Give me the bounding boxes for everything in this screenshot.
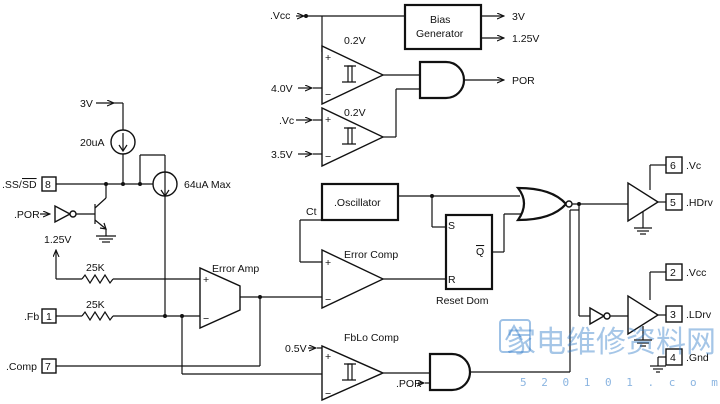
sd-label: SD — [22, 179, 37, 191]
por-and-gate: POR — [383, 60, 535, 138]
cmp2-in2-label: 3.5V — [271, 149, 293, 161]
v125-top-label: 1.25V — [512, 33, 539, 45]
bias-label-2: Generator — [416, 28, 464, 40]
svg-text:−: − — [325, 294, 331, 306]
svg-text:−: − — [325, 89, 331, 101]
pin-4-label: 4 — [670, 352, 676, 364]
svg-text:−: − — [203, 313, 209, 325]
fblo-and-gate — [428, 352, 472, 392]
vc-right-label: .Vc — [686, 160, 701, 172]
por-out-label: POR — [512, 75, 535, 87]
por-in-label: .POR — [14, 209, 40, 221]
reset-dom-latch — [444, 213, 494, 291]
vcc-top-label: .Vcc — [270, 10, 290, 22]
pin-5-box — [665, 193, 683, 211]
por-low-label: .POR — [396, 378, 422, 390]
vcc-right-label: .Vcc — [686, 267, 706, 279]
v3-top-label: 3V — [512, 11, 525, 23]
i64-label: 64uA Max — [184, 179, 231, 191]
resistor-25k-1 — [81, 273, 114, 285]
output-drivers: 6 .Vc 5 .HDrv 2 .Vcc 3 .LDrv 4 .Gnd — [589, 156, 714, 373]
comp-label: .Comp — [6, 361, 37, 373]
ct-label: Ct — [306, 206, 317, 218]
svg-text:+: + — [203, 274, 209, 286]
por-inverter — [54, 204, 72, 224]
nor-gate — [515, 186, 568, 222]
soft-start-section: 3V 20uA 8 .SS/ SD 64uA Max .POR — [2, 98, 231, 285]
pin-3-label: 3 — [670, 309, 676, 321]
hdrv-buffer — [627, 181, 660, 223]
pin-5-label: 5 — [670, 197, 676, 209]
uvlo-comparator-2: + − 0.2V .Vc 3.5V — [271, 106, 385, 168]
cmp2-in-label: .Vc — [279, 115, 294, 127]
pin-8-label: 8 — [45, 179, 51, 191]
pwm-section: .Oscillator Ct + − Error Comp S R Q Rese… — [299, 182, 628, 317]
ldrv-label: .LDrv — [686, 309, 712, 321]
svg-text:−: − — [325, 151, 331, 163]
ss-label: .SS/ — [2, 179, 22, 191]
cmp2-ref-label: 0.2V — [344, 107, 366, 119]
hdrv-label: .HDrv — [686, 197, 714, 209]
watermark-url: 5 2 0 1 0 1 . c o m — [520, 376, 720, 389]
r2-label: 25K — [86, 299, 105, 311]
bias-generator-box — [403, 3, 483, 51]
latch-r-label: R — [448, 274, 456, 286]
reset-dom-label: Reset Dom — [436, 295, 489, 307]
v3-ss-label: 3V — [80, 98, 93, 110]
pin-3-box — [665, 305, 683, 323]
watermark-text: 家电维修资料网 — [506, 325, 716, 360]
pin-7-label: 7 — [45, 361, 51, 373]
watermark-logo-icon — [499, 319, 531, 353]
v05-label: 0.5V — [285, 343, 307, 355]
pin-6-label: 6 — [670, 160, 676, 172]
ldrv-buffer — [627, 294, 660, 336]
pin-2-label: 2 — [670, 267, 676, 279]
svg-text:+: + — [325, 52, 331, 64]
latch-q-label: Q — [476, 246, 484, 258]
v125-mid-label: 1.25V — [44, 234, 71, 246]
pin-1-label: 1 — [46, 311, 52, 323]
error-amp-label: Error Amp — [212, 263, 259, 275]
ldrv-inverter — [589, 306, 606, 326]
oscillator-label: .Oscillator — [334, 197, 381, 209]
svg-text:+: + — [325, 257, 331, 269]
gnd-label: .Gnd — [686, 352, 709, 364]
cmp1-in-label: 4.0V — [271, 83, 293, 95]
svg-text:−: − — [325, 388, 331, 400]
i20-label: 20uA — [80, 137, 105, 149]
error-comparator — [321, 248, 385, 310]
error-amp: + − Error Amp — [199, 263, 322, 330]
cmp1-ref-label: 0.2V — [344, 35, 366, 47]
fblo-comparator: + − FbLo Comp 0.5V .POR — [285, 209, 579, 402]
resistor-25k-2 — [81, 310, 114, 322]
feedback-section: .Fb 1 25K .Comp 7 — [6, 270, 322, 375]
fblo-label: FbLo Comp — [344, 332, 399, 344]
r1-label: 25K — [86, 262, 105, 274]
uvlo-comparator-1: + − 0.2V 4.0V — [271, 35, 385, 106]
svg-text:+: + — [325, 114, 331, 126]
svg-text:+: + — [325, 351, 331, 363]
fb-label: .Fb — [24, 311, 39, 323]
bias-label-1: Bias — [430, 14, 450, 26]
error-comp-label: Error Comp — [344, 249, 398, 261]
bias-generator-section: .Vcc Bias Generator 3V 1.25V — [270, 3, 539, 53]
watermark: 家电维修资料网 5 2 0 1 0 1 . c o m — [499, 319, 720, 389]
oscillator-box — [320, 182, 400, 222]
latch-s-label: S — [448, 220, 455, 232]
